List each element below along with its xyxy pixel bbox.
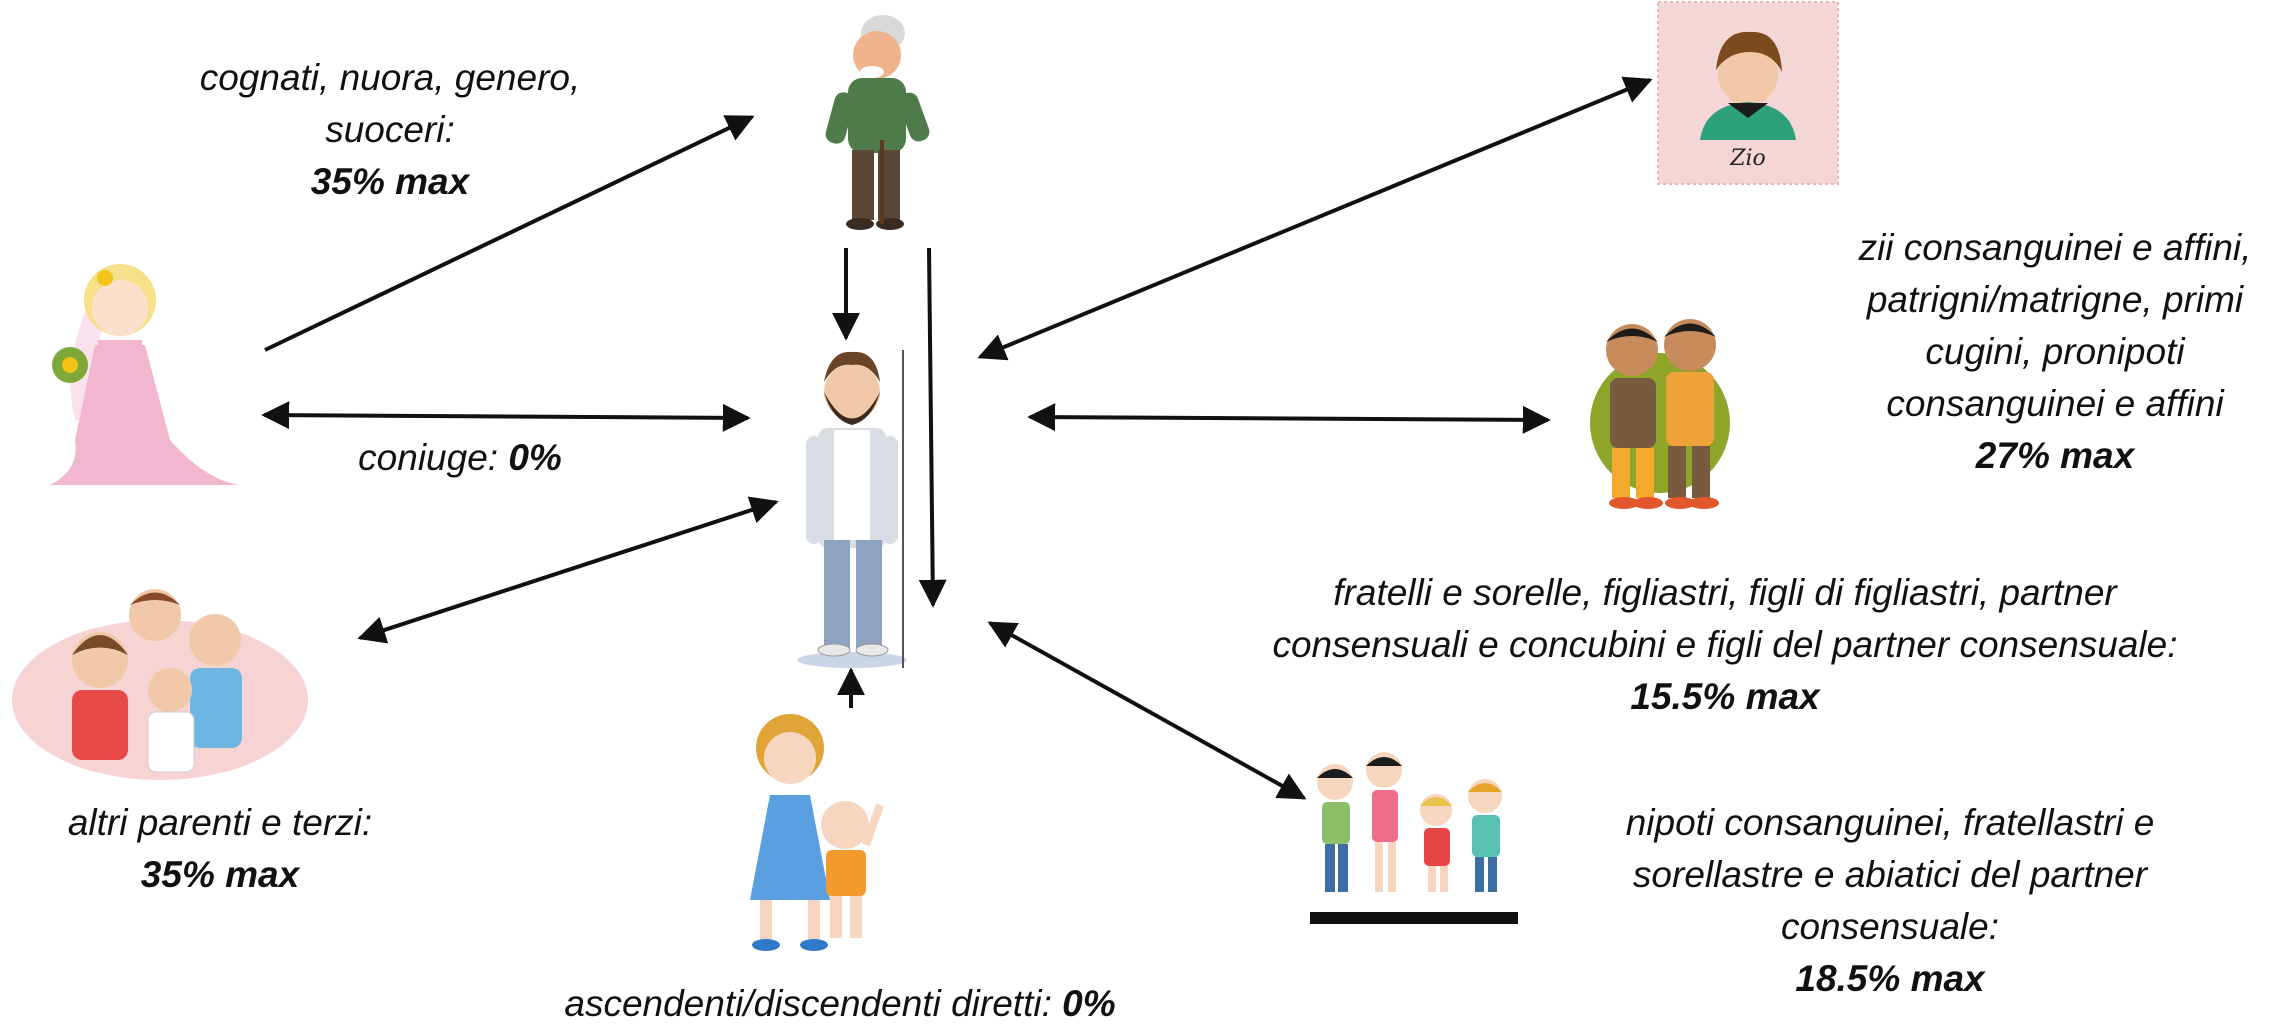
label-siblings-line-2: consensuali e concubini e figli del part…: [1272, 624, 2178, 665]
arrow-nephews: [987, 621, 1307, 800]
label-inlaws-rate: 35% max: [310, 161, 470, 202]
label-others-rate: 35% max: [140, 854, 300, 895]
brothers-figure: [1590, 319, 1730, 509]
label-spouse-rate: 0%: [508, 437, 562, 478]
label-others-line-1: altri parenti e terzi:: [67, 802, 373, 843]
arrow-bride-to-elderly: [264, 115, 755, 352]
label-direct-rate: 0%: [1062, 983, 1116, 1024]
label-nephews-line-3: consensuale:: [1780, 906, 2000, 947]
label-inlaws-line-1: cognati, nuora, genero,: [199, 57, 581, 98]
label-uncles-line-1: zii consanguinei e affini,: [1858, 227, 2252, 268]
label-uncles: zii consanguinei e affini, patrigni/matr…: [1820, 222, 2290, 482]
label-inlaws: cognati, nuora, genero, suoceri: 35% max: [140, 52, 640, 208]
elderly-man-figure: [825, 15, 930, 230]
arrow-uncle: [977, 76, 1653, 361]
label-others: altri parenti e terzi: 35% max: [20, 797, 420, 901]
label-spouse: coniuge: 0%: [300, 432, 620, 484]
label-nephews-line-1: nipoti consanguinei, fratellastri e: [1625, 802, 2155, 843]
label-uncles-line-4: consanguinei e affini: [1886, 383, 2224, 424]
label-siblings-line-1: fratelli e sorelle, figliastri, figli di…: [1333, 572, 2117, 613]
arrow-spouse: [261, 401, 751, 432]
label-spouse-text: coniuge:: [358, 437, 509, 478]
label-inlaws-line-2: suoceri:: [325, 109, 455, 150]
label-uncles-line-3: cugini, pronipoti: [1925, 331, 2185, 372]
mother-child-figure: [750, 714, 884, 951]
label-nephews-rate: 18.5% max: [1795, 958, 1985, 999]
label-siblings: fratelli e sorelle, figliastri, figli di…: [1180, 567, 2270, 723]
children-figure: [1310, 752, 1518, 924]
arrow-elderly-down: [918, 247, 947, 608]
bride-figure: [50, 264, 240, 485]
label-siblings-rate: 15.5% max: [1630, 676, 1820, 717]
uncle-card: [1657, 1, 1839, 185]
label-direct: ascendenti/discendenti diretti: 0%: [460, 978, 1220, 1030]
label-nephews: nipoti consanguinei, fratellastri e sore…: [1570, 797, 2210, 1005]
family-group-figure: [12, 589, 308, 780]
uncle-card-caption: Zio: [1730, 146, 1766, 171]
label-uncles-line-2: patrigni/matrigne, primi: [1866, 279, 2244, 320]
label-nephews-line-2: sorellastre e abiatici del partner: [1632, 854, 2148, 895]
arrow-siblings: [1027, 403, 1551, 434]
label-uncles-rate: 27% max: [1975, 435, 2135, 476]
label-direct-text: ascendenti/discendenti diretti:: [564, 983, 1063, 1024]
arrow-others: [357, 496, 779, 644]
center-man-figure: [797, 350, 907, 668]
